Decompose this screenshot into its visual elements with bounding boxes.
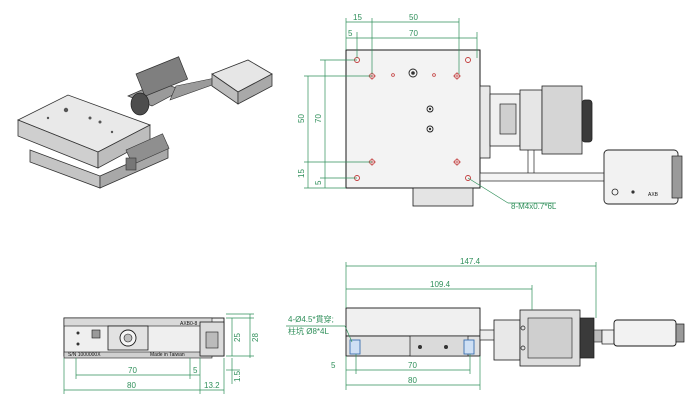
front-dim-13-2: 13.2 (204, 381, 220, 390)
side-dim-5: 5 (331, 361, 336, 370)
top-dim-50: 50 (409, 13, 418, 22)
top-dim-5: 5 (348, 29, 353, 38)
serial-mark: S/N 1000000X (68, 352, 101, 358)
hole-note-1: 4-Ø4.5*貫穿; (288, 314, 334, 324)
top-dim-15: 15 (353, 13, 362, 22)
left-dim-5: 5 (314, 180, 323, 185)
front-dim-5: 5 (193, 366, 198, 375)
model-mark: AXB0-8 (180, 321, 197, 327)
front-dim-80: 80 (127, 381, 136, 390)
front-view: AXB0-8 S/N 1000000X Made in Taiwan 70 5 … (63, 313, 260, 394)
front-dim-70: 70 (128, 366, 137, 375)
side-view: 147.4 109.4 5 70 80 4-Ø4.5*貫穿; 柱坑 Ø8*4L (286, 257, 685, 390)
top-dim-70: 70 (409, 29, 418, 38)
svg-text:AXB: AXB (648, 192, 659, 198)
top-view: AXB 15 50 5 70 50 70 15 (297, 13, 683, 211)
left-dim-70: 70 (314, 114, 323, 123)
thread-note: 8-M4x0.7*6L (511, 202, 557, 211)
left-dim-15: 15 (297, 169, 306, 178)
side-dim-70: 70 (408, 361, 417, 370)
hole-note-2: 柱坑 Ø8*4L (288, 326, 329, 336)
isometric-view (17, 56, 273, 189)
left-dim-50: 50 (297, 114, 306, 123)
side-dim-109-4: 109.4 (430, 280, 451, 289)
side-dim-147-4: 147.4 (460, 257, 481, 266)
front-dim-28: 28 (251, 333, 260, 342)
origin-mark: Made in Taiwan (150, 352, 185, 358)
front-dim-25: 25 (233, 333, 242, 342)
side-dim-80: 80 (408, 376, 417, 385)
front-dim-1-5: 1.5 (233, 370, 242, 382)
